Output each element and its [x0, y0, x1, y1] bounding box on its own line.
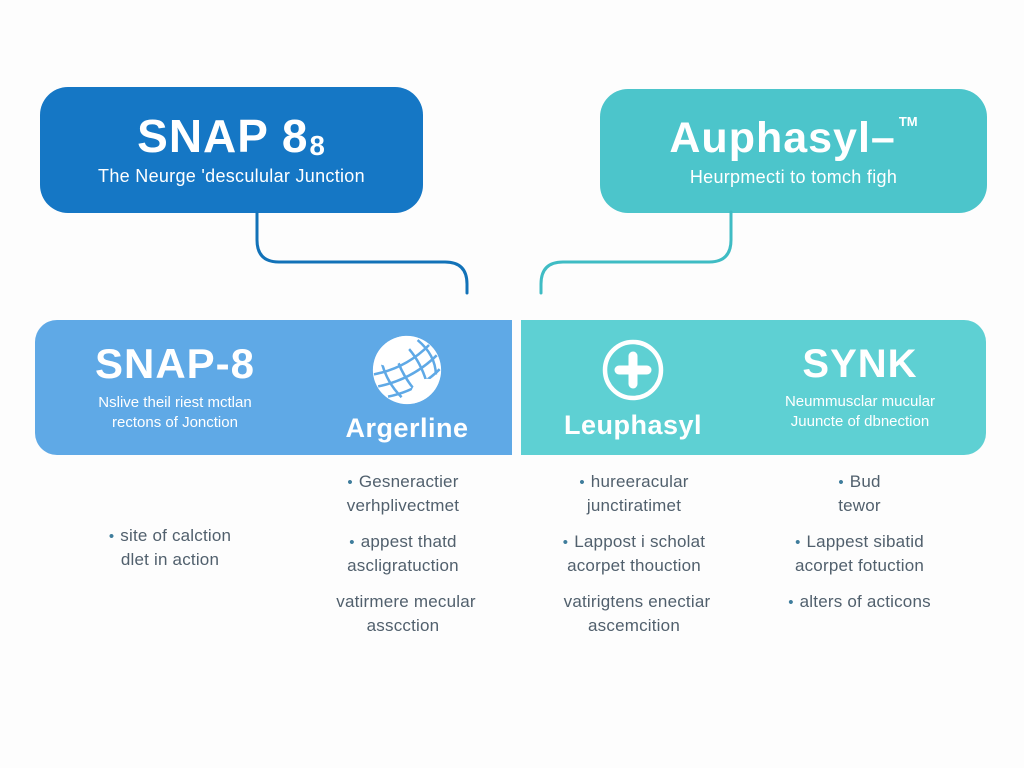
bullet-line: • alters of acticons	[752, 590, 967, 614]
bullet-line: tewor	[838, 496, 881, 515]
bullet-item: • Lappost i scholat acorpet thouction	[528, 530, 740, 577]
globe-icon	[372, 335, 442, 405]
bullet-marker: •	[795, 534, 801, 551]
bullet-text: site of calction	[120, 526, 232, 545]
bullet-line: ascemcition	[588, 616, 680, 635]
bullet-item: • Gesneractier verhplivectmet	[298, 470, 508, 517]
bullet-line: asscction	[366, 616, 440, 635]
bullet-line: • appest thatd	[298, 530, 508, 554]
bullet-marker: •	[108, 528, 115, 545]
bullet-line: • Lappost i scholat	[528, 530, 740, 554]
column-subtitle-line: Neummusclar mucular	[784, 393, 936, 410]
bullet-item: • appest thatd ascligratuction	[298, 530, 508, 577]
connector-left-line	[255, 211, 469, 295]
bullet-text: Gesneractier	[358, 472, 459, 491]
bullet-line: • Gesneractier	[298, 470, 508, 494]
bullet-text: Lappost i scholat	[574, 532, 706, 551]
column-heading: Argerline	[345, 413, 469, 443]
top-box-snap8: SNAP 88 The Neurge 'desculular Junction	[40, 87, 423, 213]
top-box-auphasyl: Auphasyl–TM Heurpmecti to tomch figh	[600, 89, 987, 213]
plus-circle-icon	[602, 339, 664, 401]
bullet-line: dlet in action	[120, 550, 220, 569]
column-header-leuphasyl: Leuphasyl	[538, 320, 728, 455]
bullet-item: vatirmere mecular asscction	[298, 590, 508, 637]
column-heading: SNAP-8	[94, 339, 256, 387]
bullet-text: Lappest sibatid	[806, 532, 924, 551]
bullet-text: alters of acticons	[799, 592, 931, 611]
trademark-symbol: TM	[898, 113, 918, 129]
bullet-list-leuphasyl: • hureeracular junctiratimet • Lappost i s…	[528, 470, 740, 650]
bullet-line: vatirmere mecular	[298, 590, 508, 614]
bullet-text: hureeracular	[590, 472, 689, 491]
column-header-argerline: Argerline	[312, 320, 502, 455]
bullet-item: • hureeracular junctiratimet	[528, 470, 740, 517]
bullet-list-argerline: • Gesneractier verhplivectmet • appest tha…	[298, 470, 508, 650]
auphasyl-title: Auphasyl–TM	[669, 115, 917, 160]
bullet-line: • Bud	[752, 470, 967, 494]
column-header-synk: SYNK Neummusclar mucular Juuncte of dbne…	[760, 320, 960, 455]
bullet-marker: •	[349, 534, 355, 551]
bullet-item: vatirigtens enectiar ascemcition	[528, 590, 740, 637]
bullet-list-snap8: • site of calction dlet in action	[45, 524, 295, 584]
bullet-text: Bud	[849, 472, 881, 491]
column-header-snap8: SNAP-8 Nslive theil riest mctlan rectons…	[40, 320, 310, 455]
snap8-title-text: SNAP 8	[137, 109, 309, 162]
bullet-line: • Lappest sibatid	[752, 530, 967, 554]
bullet-line: • hureeracular	[528, 470, 740, 494]
bullet-marker: •	[562, 534, 569, 551]
bullet-line: ascligratuction	[347, 556, 459, 575]
band-teal	[521, 320, 986, 455]
bullet-marker: •	[579, 474, 585, 491]
connector-right-line	[539, 210, 733, 295]
snap8-subtitle: The Neurge 'desculular Junction	[98, 166, 365, 187]
bullet-item: • site of calction dlet in action	[45, 524, 295, 571]
bullet-item: • Lappest sibatid acorpet fotuction	[752, 530, 967, 577]
bullet-item: • Bud tewor	[752, 470, 967, 517]
bullet-marker: •	[838, 474, 844, 491]
bullet-line: • site of calction	[45, 524, 295, 548]
column-subtitle-line: Nslive theil riest mctlan	[98, 394, 252, 412]
column-subtitle: Neummusclar mucular Juuncte of dbnection	[785, 392, 935, 432]
bullet-line: acorpet fotuction	[794, 556, 925, 575]
column-subtitle-line: rectons of Jonction	[112, 414, 238, 432]
bullet-text: vatirigtens enectiar	[563, 592, 711, 611]
bullet-text: vatirmere mecular	[336, 592, 476, 611]
bullet-marker: •	[347, 474, 353, 491]
bullet-list-synk: • Bud tewor • Lappest sibatid acorpet fotu…	[752, 470, 967, 627]
column-subtitle: Nslive theil riest mctlan rectons of Jon…	[98, 393, 251, 433]
bullet-line: acorpet thouction	[567, 556, 701, 575]
auphasyl-title-text: Auphasyl–	[669, 113, 896, 162]
column-subtitle-line: Juuncte of dbnection	[790, 413, 930, 430]
bullet-text: appest thatd	[360, 532, 457, 551]
bullet-marker: •	[788, 594, 794, 611]
column-heading: Leuphasyl	[563, 410, 703, 440]
column-heading: SYNK	[802, 342, 918, 386]
bullet-line: junctiratimet	[586, 496, 682, 515]
snap8-title-subscript: 8	[309, 129, 326, 161]
bullet-line: verhplivectmet	[346, 496, 460, 515]
bullet-line: vatirigtens enectiar	[528, 590, 740, 614]
bullet-item: • alters of acticons	[752, 590, 967, 614]
snap8-title: SNAP 88	[137, 113, 326, 159]
auphasyl-subtitle: Heurpmecti to tomch figh	[689, 166, 898, 187]
